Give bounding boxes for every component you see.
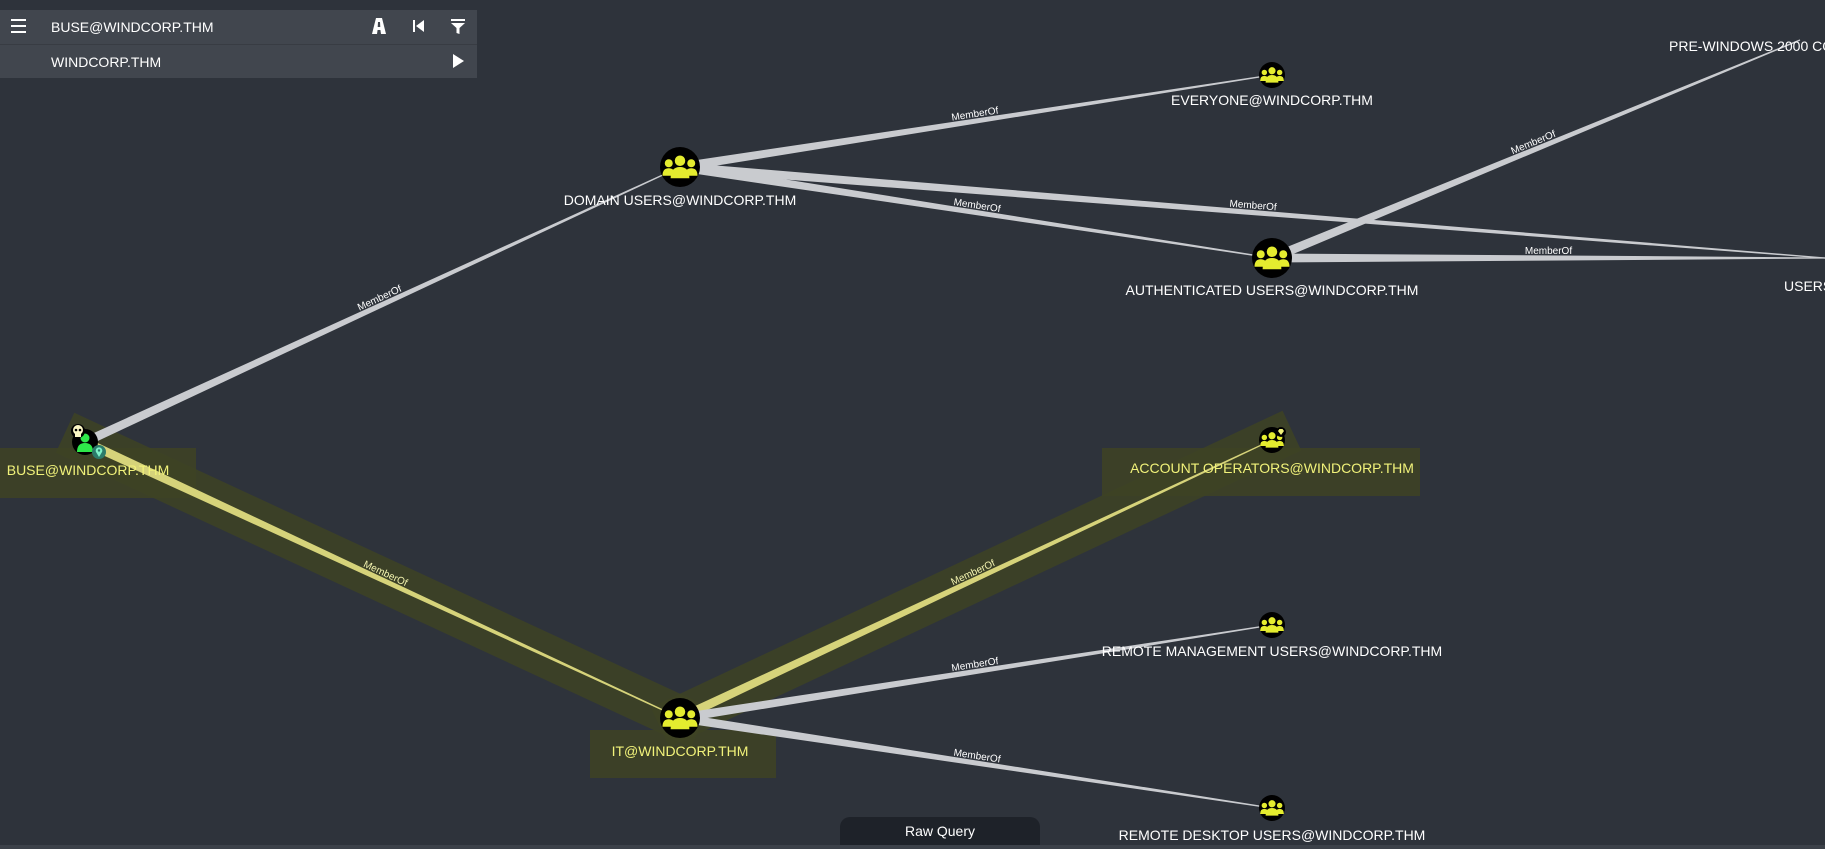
node-remote-desktop[interactable]: REMOTE DESKTOP USERS@WINDCORP.THM [1119,795,1426,843]
node-users[interactable]: USERS [1784,278,1825,294]
edge-it-to-remote_mgmt[interactable] [679,624,1273,723]
group-icon [1260,67,1284,83]
edge-domain_users-to-everyone[interactable] [679,74,1273,172]
node-label-remote-mgmt: REMOTE MANAGEMENT USERS@WINDCORP.THM [1102,643,1442,659]
edge-buse-to-domain_users[interactable] [83,166,681,447]
search-panel: BUSE@WINDCORP.THM WINDCORP.THM [0,10,477,78]
node-label-it: IT@WINDCORP.THM [612,743,749,759]
edge-it-to-account_ops[interactable] [678,439,1273,723]
highlight-glow-account_ops [1102,448,1420,496]
filter-icon[interactable] [448,16,468,36]
node-remote-mgmt[interactable]: REMOTE MANAGEMENT USERS@WINDCORP.THM [1102,612,1442,659]
back-icon[interactable] [408,16,428,36]
group-icon [1260,617,1284,633]
highlight-glow-it [590,730,776,778]
target-node-input[interactable]: WINDCORP.THM [51,54,162,70]
bottom-bar [0,845,1825,849]
node-buse[interactable]: BUSE@WINDCORP.THM [7,424,170,478]
edge-label-auth_users-to-users: MemberOf [1525,246,1572,257]
node-label-everyone: EVERYONE@WINDCORP.THM [1171,92,1373,108]
node-auth-users[interactable]: AUTHENTICATED USERS@WINDCORP.THM [1126,238,1419,298]
edge-buse-to-it[interactable] [83,437,681,719]
edge-auth_users-to-pre_win2000[interactable] [1270,39,1801,263]
start-node-input[interactable]: BUSE@WINDCORP.THM [51,19,214,35]
pathfinding-road-icon[interactable] [369,16,389,36]
edge-domain_users-to-users[interactable] [679,162,1825,259]
node-label-account-ops: ACCOUNT OPERATORS@WINDCORP.THM [1130,460,1414,476]
node-label-users: USERS [1784,278,1825,294]
menu-icon[interactable] [11,19,26,33]
node-label-auth-users: AUTHENTICATED USERS@WINDCORP.THM [1126,282,1419,298]
edge-label-domain_users-to-users: MemberOf [1229,199,1277,214]
group-icon [1254,246,1290,270]
node-everyone[interactable]: EVERYONE@WINDCORP.THM [1171,62,1373,108]
node-label-remote-desktop: REMOTE DESKTOP USERS@WINDCORP.THM [1119,827,1426,843]
node-account-ops[interactable]: ACCOUNT OPERATORS@WINDCORP.THM [1130,427,1414,476]
edge-it-to-remote_desktop[interactable] [679,713,1273,809]
start-node-pin-icon [92,445,106,459]
play-icon[interactable] [448,51,468,71]
node-label-domain-users: DOMAIN USERS@WINDCORP.THM [564,192,797,208]
raw-query-button[interactable]: Raw Query [840,817,1040,849]
node-pre-win2000[interactable]: PRE-WINDOWS 2000 COM [1669,38,1825,54]
edge-auth_users-to-users[interactable] [1272,253,1825,263]
owned-skull-icon [71,424,85,438]
target-node-row[interactable]: WINDCORP.THM [0,45,477,79]
group-icon [662,155,698,179]
node-layer: BUSE@WINDCORP.THM DOMAIN USERS@WINDCORP.T… [7,38,1825,843]
group-icon [662,706,698,730]
start-node-row[interactable]: BUSE@WINDCORP.THM [0,10,477,45]
node-label-buse: BUSE@WINDCORP.THM [7,462,170,478]
node-it[interactable]: IT@WINDCORP.THM [612,698,749,759]
node-domain-users[interactable]: DOMAIN USERS@WINDCORP.THM [564,147,797,208]
high-value-diamond-icon [1276,427,1286,437]
edge-domain_users-to-auth_users[interactable] [679,162,1273,259]
node-label-pre-win2000: PRE-WINDOWS 2000 COM [1669,38,1825,54]
highlight-glow-layer [0,410,1420,778]
group-icon [1260,800,1284,816]
